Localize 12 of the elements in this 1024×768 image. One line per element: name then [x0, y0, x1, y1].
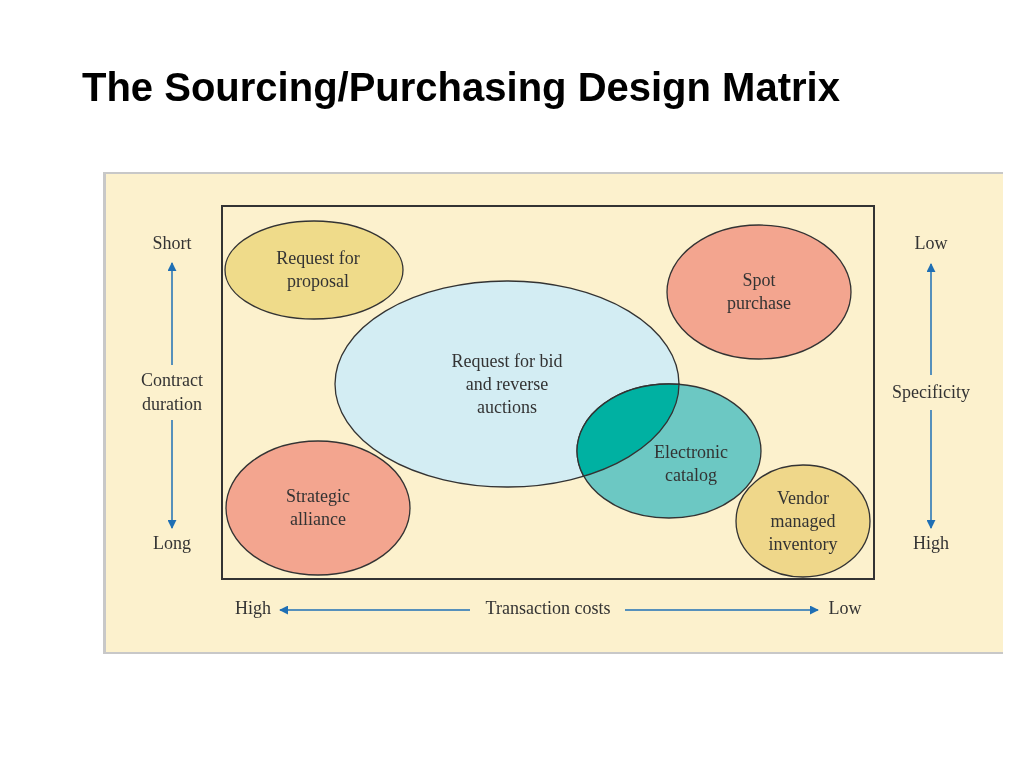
oval-node: [224, 220, 404, 320]
matrix-frame: [221, 205, 875, 580]
node-text: Request for proposal: [275, 247, 361, 293]
oval-node: [225, 440, 411, 576]
slide-title: The Sourcing/Purchasing Design Matrix: [82, 64, 841, 110]
node-text: Electronic catalog: [653, 441, 729, 487]
node-text: Request for bid and reverse auctions: [450, 349, 564, 419]
node-text: Vendor managed inventory: [767, 486, 839, 556]
oval-node: [735, 464, 871, 578]
node-text: Strategic alliance: [285, 485, 351, 531]
oval-node: [666, 224, 852, 360]
node-text: Spot purchase: [726, 269, 792, 315]
